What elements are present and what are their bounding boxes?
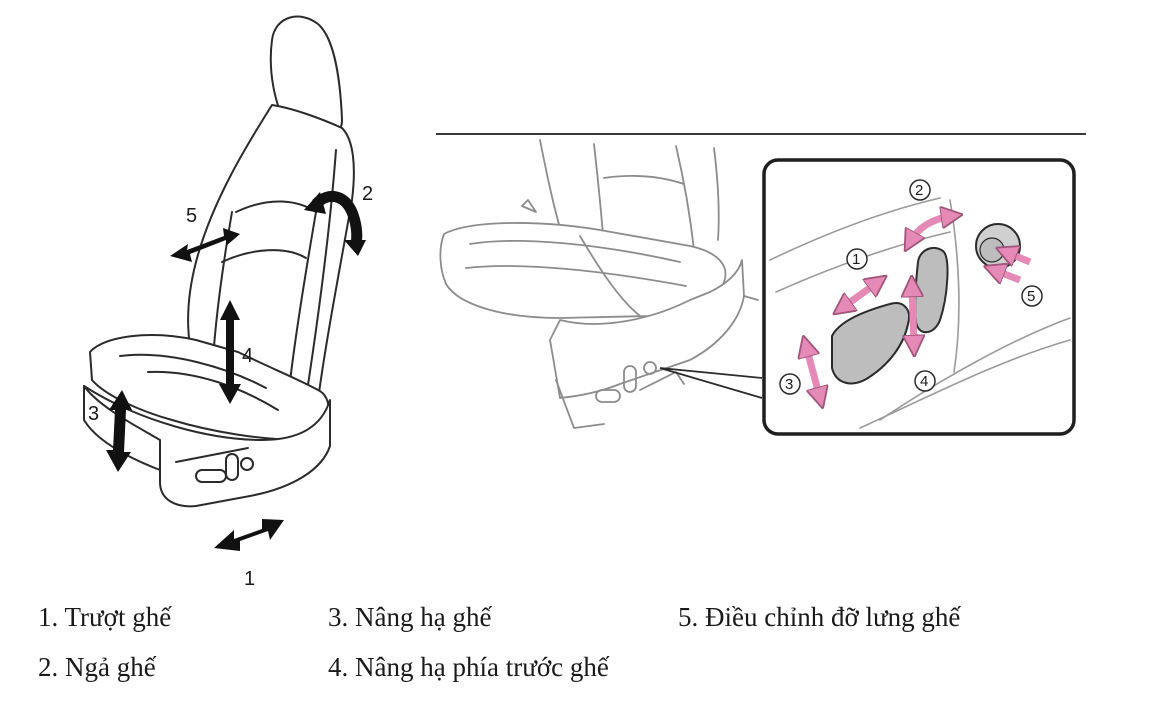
- left-label-5: 5: [186, 205, 197, 227]
- left-label-3: 3: [88, 403, 99, 425]
- recline-switch: [225, 453, 239, 481]
- pink-arrow-5a: [1006, 252, 1032, 262]
- callout-label-4: 4: [920, 373, 928, 390]
- lumbar-switch: [240, 457, 254, 471]
- left-label-1: 1: [244, 568, 255, 590]
- right-seat-illustration: [439, 139, 759, 429]
- pink-arrow-5b: [994, 270, 1022, 280]
- arrow-3-height: [106, 390, 132, 472]
- legend-item-1: 1. Trượt ghế: [38, 602, 172, 632]
- callout-label-3: 3: [785, 376, 793, 393]
- pink-arrow-2: [910, 216, 952, 242]
- arrow-4-front: [219, 300, 241, 404]
- callout-leader: [659, 367, 763, 399]
- legend-item-5: 5. Điều chỉnh đỡ lưng ghế: [678, 602, 961, 632]
- left-label-2: 2: [362, 183, 373, 205]
- pink-arrow-1: [842, 282, 878, 308]
- headrest: [269, 15, 343, 139]
- left-label-4: 4: [242, 345, 253, 367]
- left-seat-arrows: [106, 228, 284, 551]
- callout-pink-arrows: [806, 216, 1032, 398]
- arrow-2-recline: [304, 191, 366, 256]
- legend-item-3: 3. Nâng hạ ghế: [328, 602, 492, 632]
- pink-arrow-4: [912, 286, 914, 346]
- seat-base: [83, 385, 331, 508]
- arrow-1-slide: [214, 519, 284, 551]
- callout-label-1: 1: [852, 251, 860, 268]
- legend-item-2: 2. Ngả ghế: [38, 652, 156, 682]
- switch-callout: 1 2 3 4 5: [762, 158, 1076, 436]
- pink-arrow-3: [806, 346, 820, 398]
- callout-label-5: 5: [1027, 288, 1035, 305]
- arrow-5-lumbar: [170, 228, 240, 262]
- callout-label-2: 2: [915, 182, 923, 199]
- legend-item-4: 4. Nâng hạ phía trước ghế: [328, 652, 609, 682]
